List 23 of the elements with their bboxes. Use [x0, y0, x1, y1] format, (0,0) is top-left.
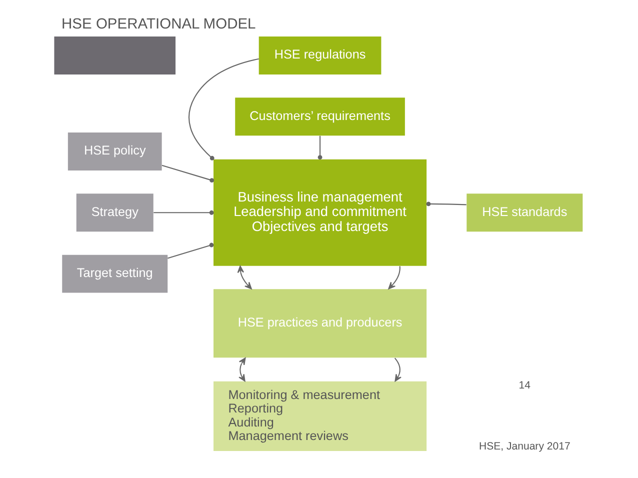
arrow [238, 358, 246, 382]
label: 14 [518, 379, 530, 392]
node-box: Monitoring & measurement Reporting Auditing Management reviews [213, 381, 426, 452]
connector [153, 210, 214, 215]
arrow [236, 266, 252, 290]
node-box: Customers’ requirements [234, 98, 404, 136]
diagram-title: HSE OPERATIONAL MODEL [61, 16, 256, 32]
arrow [394, 358, 402, 382]
connector [188, 58, 258, 160]
node-box: HSE standards [466, 194, 582, 232]
node-box: Business line management Leadership and commitment Objectives and targets [213, 159, 426, 266]
node-box: Strategy [76, 194, 153, 232]
connector [167, 242, 214, 259]
connector [317, 136, 322, 160]
node-box: HSE practices and producers [213, 289, 426, 358]
node-box: HSE regulations [258, 36, 381, 74]
connector [161, 164, 214, 183]
node-box: Target setting [62, 254, 168, 293]
node-box [54, 36, 176, 74]
arrow [388, 266, 400, 290]
label: HSE, January 2017 [478, 440, 570, 452]
connector [426, 202, 466, 206]
node-box: HSE policy [67, 132, 162, 170]
